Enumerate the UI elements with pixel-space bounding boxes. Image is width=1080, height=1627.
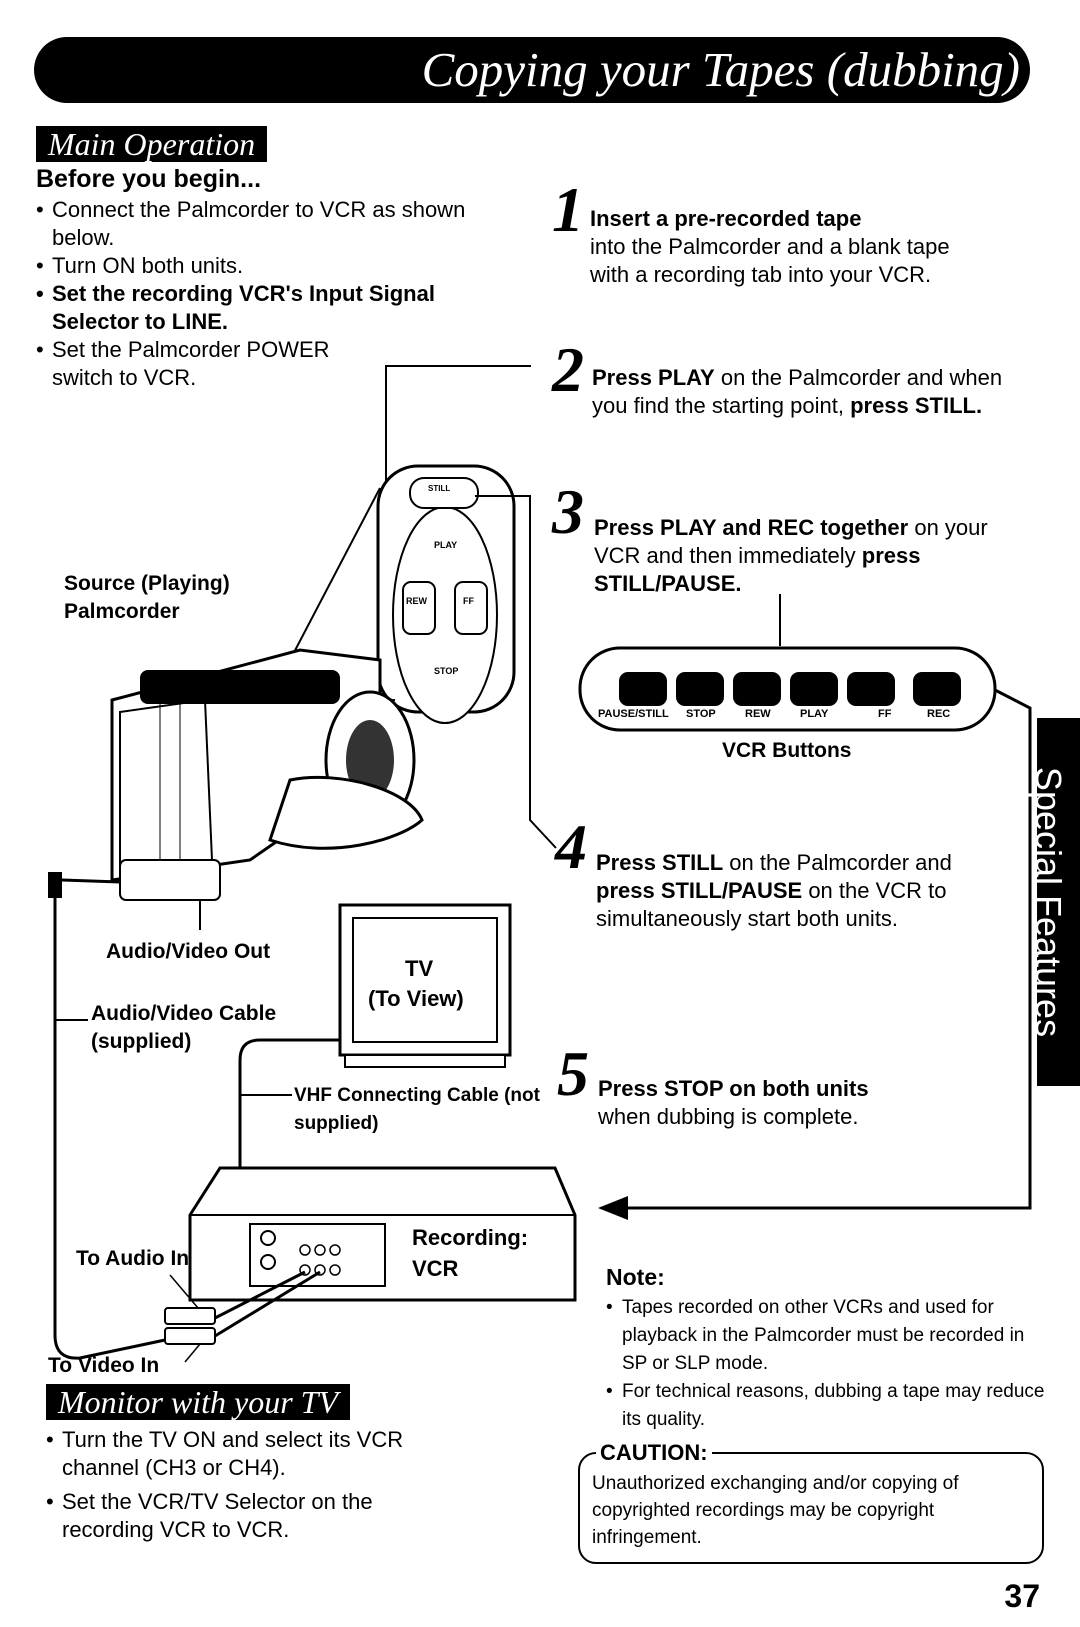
step-4-text: Press STILL on the Palmcorder and press … — [596, 849, 996, 933]
remote-ff-label: FF — [463, 596, 474, 606]
zoom-line — [289, 487, 381, 661]
source-palmcorder-label: Source (Playing) Palmcorder — [64, 572, 230, 623]
video-in-pointer — [184, 1343, 201, 1363]
step-2-part-1: Press PLAY — [592, 365, 715, 390]
vcr-rec-button — [913, 672, 961, 706]
list-item: Connect the Palmcorder to VCR as shown b… — [36, 196, 526, 252]
remote-play-label: PLAY — [434, 540, 458, 550]
list-item: Set the Palmcorder POWER switch to VCR. — [36, 336, 372, 392]
step-3-part-2: on your VCR and then immediately — [594, 515, 988, 568]
audio-plug — [164, 1307, 216, 1325]
vcr-label-rec: REC — [927, 708, 951, 720]
vcr-rf-jack — [260, 1230, 276, 1246]
step-5-lead: Press STOP on both units — [598, 1076, 869, 1101]
step-5-rest: when dubbing is complete. — [598, 1104, 859, 1129]
step-2-text: Press PLAY on the Palmcorder and when yo… — [592, 364, 1032, 420]
step-3-number: 3 — [552, 476, 584, 547]
step-2-part-3: press STILL. — [850, 393, 983, 418]
vhf-cable-label: VHF Connecting Cable (not supplied) — [294, 1085, 540, 1134]
recording-vcr-label: Recording: VCR — [412, 1225, 529, 1281]
tv-label: TV — [405, 956, 434, 981]
list-item: Set the VCR/TV Selector on the recording… — [46, 1488, 466, 1544]
step-5-number: 5 — [557, 1038, 589, 1109]
vcr-ff-button — [847, 672, 895, 706]
audio-in-pointer — [169, 1274, 199, 1309]
monitor-list: Turn the TV ON and select its VCR channe… — [46, 1426, 466, 1544]
title-banner — [34, 37, 1030, 103]
list-item: Tapes recorded on other VCRs and used fo… — [606, 1294, 1046, 1378]
remote-rew-label: REW — [406, 596, 427, 606]
list-item: Turn the TV ON and select its VCR channe… — [46, 1426, 466, 1482]
av-cable-top — [61, 878, 121, 884]
av-out-label: Audio/Video Out — [106, 940, 271, 963]
palmcorder-illustration — [110, 648, 424, 901]
video-plug — [164, 1327, 216, 1345]
section-tab — [1037, 718, 1080, 1086]
tv-screen — [352, 917, 498, 1043]
step-5-text: Press STOP on both units when dubbing is… — [598, 1075, 998, 1131]
step-1-lead: Insert a pre-recorded tape — [590, 206, 862, 231]
before-you-begin-list: Connect the Palmcorder to VCR as shown b… — [36, 196, 526, 392]
audio-cable — [214, 1270, 306, 1320]
video-cable — [214, 1270, 321, 1338]
remote-ff-key — [454, 581, 488, 635]
tv-sublabel: (To View) — [368, 986, 464, 1011]
step-1-number: 1 — [552, 174, 584, 245]
step-2-part-2: on the Palmcorder and when you find the … — [592, 365, 1003, 418]
step-4-part-2: on the Palmcorder and — [723, 850, 952, 875]
vcr-label-ff: FF — [878, 708, 892, 720]
caution-box — [578, 1452, 1044, 1564]
flow-arrow-line — [615, 688, 1032, 1210]
av-cable-label: Audio/Video Cable (supplied) — [91, 1002, 277, 1053]
step-4-number: 4 — [555, 811, 587, 882]
vcr-buttons-caption: VCR Buttons — [722, 739, 852, 762]
step-3-part-3: press STILL/PAUSE. — [594, 543, 921, 596]
note-list: Tapes recorded on other VCRs and used fo… — [606, 1294, 1046, 1434]
section-tab-label: Special Features — [1028, 766, 1069, 1038]
caution-text: Unauthorized exchanging and/or copying o… — [592, 1473, 959, 1548]
page-title: Copying your Tapes (dubbing) — [421, 42, 1020, 97]
tv-base — [344, 1054, 506, 1068]
vcr-label-play: PLAY — [800, 708, 829, 720]
monitor-heading: Monitor with your TV — [46, 1384, 351, 1420]
list-item: Set the recording VCR's Input Signal Sel… — [36, 280, 526, 336]
before-you-begin-heading: Before you begin... — [36, 165, 262, 193]
remote-stop-label: STOP — [434, 666, 459, 676]
vcr-button-panel — [578, 646, 997, 732]
vcr-label-stop: STOP — [686, 708, 716, 720]
page-number: 37 — [1004, 1578, 1040, 1614]
flow-arrow-head — [598, 1196, 628, 1220]
step-4-pointer-line — [475, 495, 557, 849]
vcr-rew-button — [733, 672, 781, 706]
list-item: Turn ON both units. — [36, 252, 526, 280]
av-plug — [48, 872, 62, 898]
to-audio-in-label: To Audio In — [76, 1247, 190, 1270]
vcr-label-pause-still: PAUSE/STILL — [598, 708, 669, 720]
step-1-rest: into the Palmcorder and a blank tape wit… — [590, 234, 950, 287]
vcr-play-button — [790, 672, 838, 706]
step-4-part-3: press STILL/PAUSE — [596, 878, 803, 903]
remote-rew-key — [402, 581, 436, 635]
step-4-part-1: Press STILL — [596, 850, 724, 875]
vcr-label-rew: REW — [745, 708, 771, 720]
vcr-stop-button — [676, 672, 724, 706]
step-2-number: 2 — [552, 334, 584, 405]
list-item: For technical reasons, dubbing a tape ma… — [606, 1378, 1046, 1434]
vcr-pause-still-button — [619, 672, 667, 706]
remote-still-key — [409, 477, 479, 509]
step-3-part-1: Press PLAY and REC together — [594, 515, 909, 540]
vcr-rf-jack — [260, 1254, 276, 1270]
av-cable — [53, 898, 166, 1360]
note-heading: Note: — [606, 1264, 665, 1290]
remote-still-label: STILL — [428, 484, 451, 493]
main-operation-heading: Main Operation — [36, 126, 268, 162]
step-3-text: Press PLAY and REC together on your VCR … — [594, 514, 1014, 598]
to-video-in-label: To Video In — [48, 1354, 160, 1377]
caution-heading: CAUTION: — [596, 1440, 712, 1466]
step-4-part-4: on the VCR to simultaneously start both … — [596, 878, 947, 931]
step-1-text: Insert a pre-recorded tape into the Palm… — [590, 205, 990, 289]
